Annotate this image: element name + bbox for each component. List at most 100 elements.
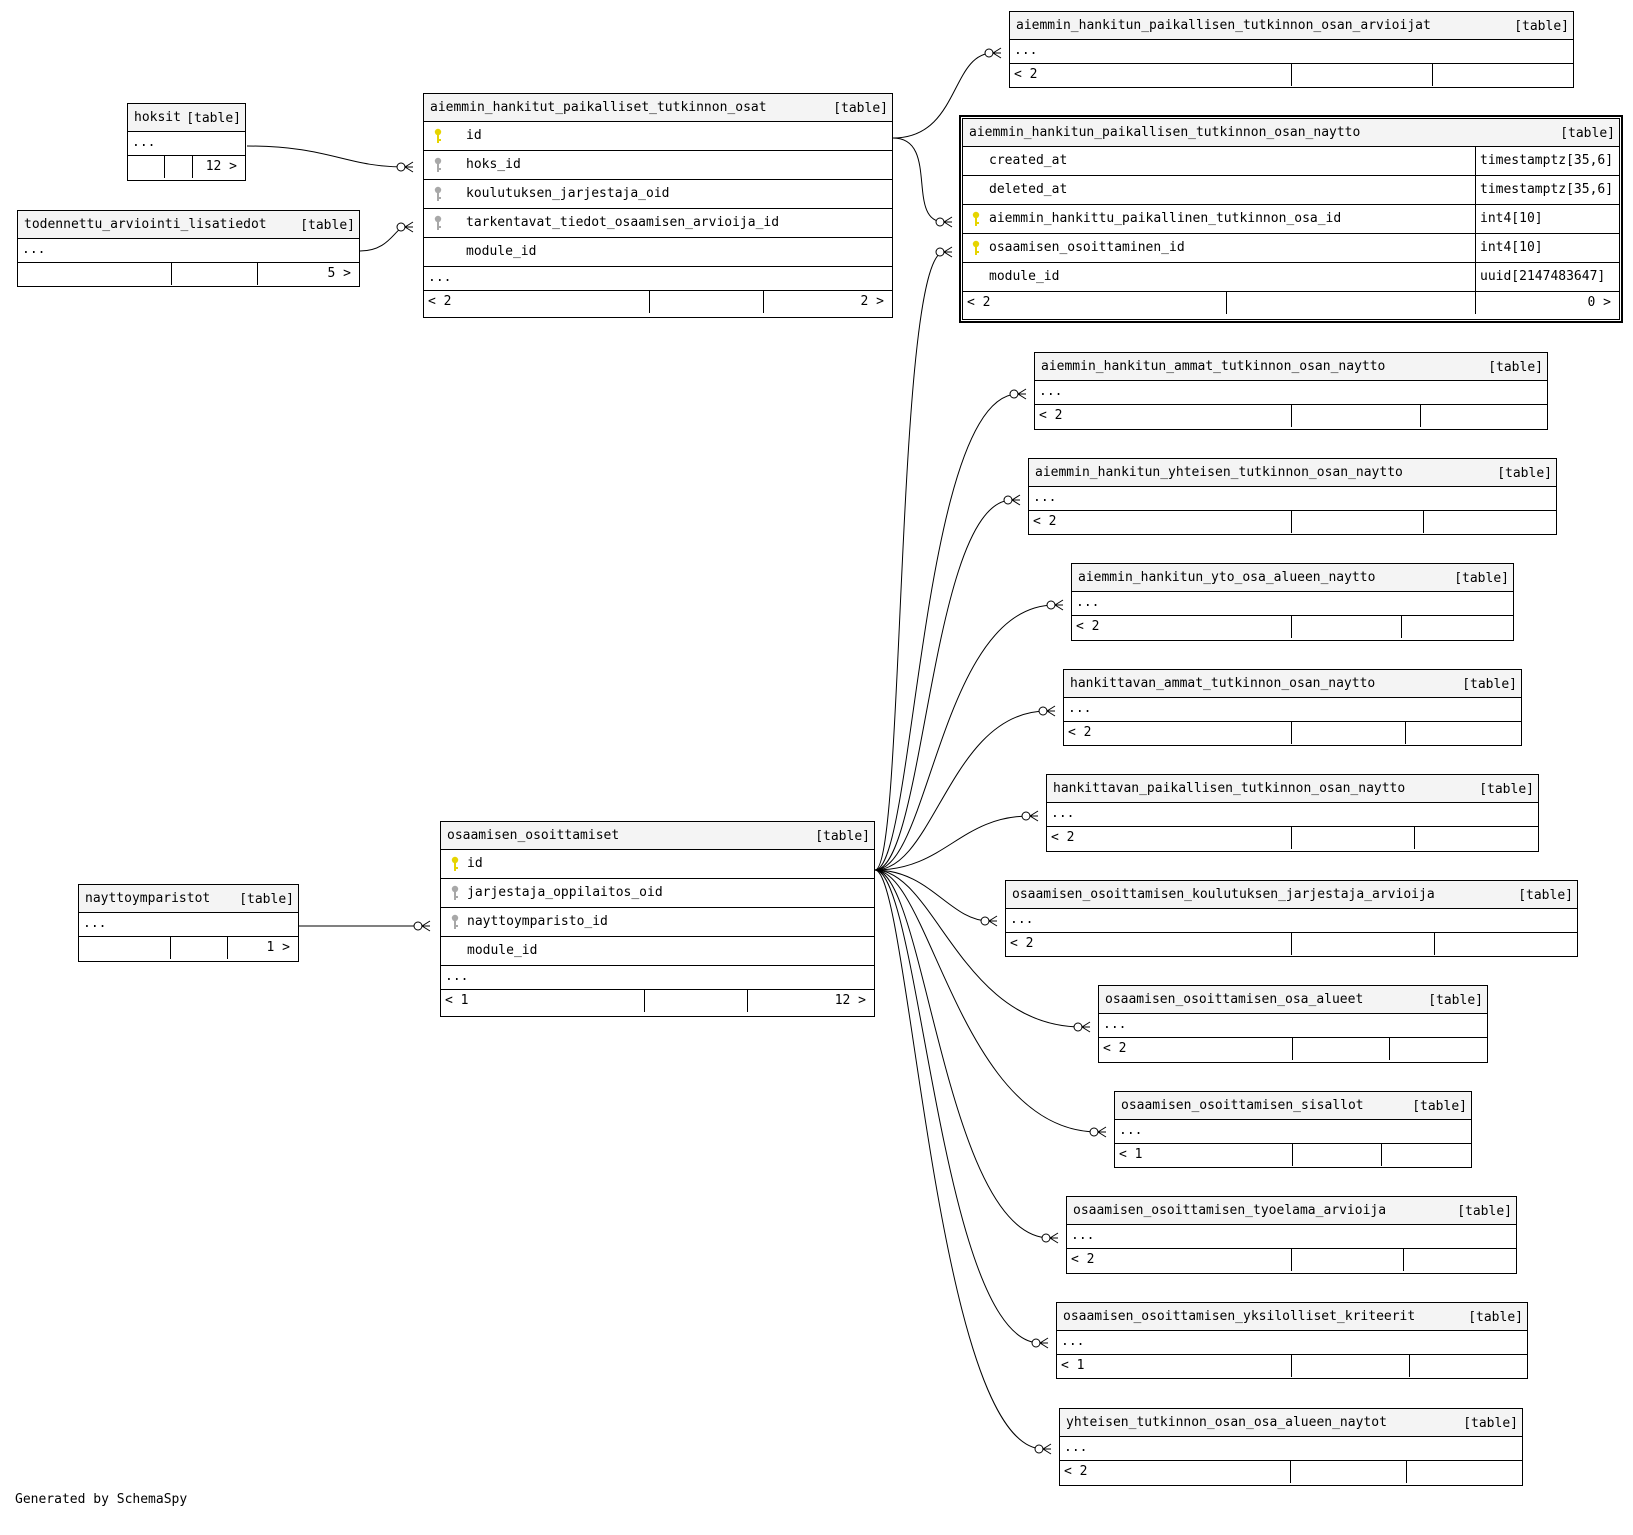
- more-columns[interactable]: ...: [1067, 1225, 1516, 1249]
- table-osaamisen-osoittamisen-sisallot[interactable]: osaamisen_osoittamisen_sisallot [table] …: [1114, 1091, 1472, 1168]
- parents-count[interactable]: < 2: [1039, 408, 1063, 423]
- table-header: todennettu_arviointi_lisatiedot [table]: [18, 211, 359, 239]
- parents-count[interactable]: [18, 263, 171, 285]
- children-count[interactable]: [1409, 1355, 1527, 1377]
- parents-count[interactable]: < 2: [967, 295, 991, 310]
- parents-count[interactable]: < 2: [1068, 725, 1092, 740]
- children-count[interactable]: [1434, 933, 1577, 955]
- more-columns[interactable]: ...: [1047, 803, 1538, 827]
- children-count[interactable]: 0 >: [1475, 292, 1619, 314]
- table-yhteisen-tutkinnon-osan-osa-alueen-naytot[interactable]: yhteisen_tutkinnon_osan_osa_alueen_nayto…: [1059, 1408, 1523, 1486]
- column-row[interactable]: tarkentavat_tiedot_osaamisen_arvioija_id: [424, 209, 892, 238]
- column-name: module_id: [467, 943, 538, 958]
- column-row[interactable]: id: [424, 122, 892, 151]
- children-count[interactable]: 5 >: [257, 263, 359, 285]
- children-count[interactable]: 12 >: [192, 156, 245, 178]
- more-columns[interactable]: ...: [1057, 1331, 1527, 1355]
- parents-count[interactable]: < 2: [1010, 936, 1034, 951]
- more-columns[interactable]: ...: [441, 966, 874, 990]
- column-row[interactable]: module_id: [424, 238, 892, 267]
- more-columns[interactable]: ...: [1035, 381, 1547, 405]
- more-columns[interactable]: ...: [128, 132, 245, 156]
- table-aiemmin-hankitun-paikallisen-tutkinnon-osan-arvioijat[interactable]: aiemmin_hankitun_paikallisen_tutkinnon_o…: [1009, 11, 1574, 88]
- parents-count[interactable]: [79, 937, 170, 959]
- parents-count[interactable]: < 2: [1014, 67, 1038, 82]
- more-columns[interactable]: ...: [18, 239, 359, 263]
- table-nayttoymparistot[interactable]: nayttoymparistot [table] ... 1 >: [78, 884, 299, 962]
- column-row[interactable]: hoks_id: [424, 151, 892, 180]
- primary-key-icon: [972, 211, 980, 226]
- table-osaamisen-osoittamisen-osa-alueet[interactable]: osaamisen_osoittamisen_osa_alueet [table…: [1098, 985, 1488, 1063]
- children-count[interactable]: [1423, 511, 1556, 533]
- table-osaamisen-osoittamisen-koulutuksen-jarjestaja-arvioija[interactable]: osaamisen_osoittamisen_koulutuksen_jarje…: [1005, 880, 1578, 957]
- more-columns[interactable]: ...: [1064, 698, 1521, 722]
- table-header: osaamisen_osoittamisen_sisallot [table]: [1115, 1092, 1471, 1120]
- children-count[interactable]: [1401, 616, 1513, 638]
- table-todennettu-arviointi-lisatiedot[interactable]: todennettu_arviointi_lisatiedot [table] …: [17, 210, 360, 287]
- parents-count[interactable]: < 2: [428, 294, 452, 309]
- children-count[interactable]: [1406, 1461, 1522, 1483]
- parents-count[interactable]: < 1: [445, 993, 469, 1008]
- children-count[interactable]: [1389, 1038, 1487, 1060]
- more-columns[interactable]: ...: [1115, 1120, 1471, 1144]
- parents-count[interactable]: < 1: [1061, 1358, 1085, 1373]
- children-count[interactable]: [1432, 64, 1573, 86]
- table-aiemmin-hankitut-paikalliset-tutkinnon-osat[interactable]: aiemmin_hankitut_paikalliset_tutkinnon_o…: [423, 93, 893, 318]
- edge-osoittamiset-to-yhteisen: [874, 494, 1021, 871]
- children-count[interactable]: [1414, 827, 1538, 849]
- children-count[interactable]: [1403, 1249, 1516, 1271]
- parents-count[interactable]: < 1: [1119, 1147, 1143, 1162]
- children-count[interactable]: [1381, 1144, 1471, 1166]
- table-osaamisen-osoittamisen-tyoelama-arvioija[interactable]: osaamisen_osoittamisen_tyoelama_arvioija…: [1066, 1196, 1517, 1274]
- table-type-label: [table]: [1488, 360, 1543, 375]
- more-columns[interactable]: ...: [1072, 592, 1513, 616]
- more-columns[interactable]: ...: [1060, 1437, 1522, 1461]
- table-osaamisen-osoittamiset[interactable]: osaamisen_osoittamiset [table] id jarjes…: [440, 821, 875, 1017]
- more-columns[interactable]: ...: [424, 267, 892, 291]
- column-row[interactable]: created_at timestamptz[35,6]: [963, 147, 1619, 176]
- table-osaamisen-osoittamisen-yksilolliset-kriteerit[interactable]: osaamisen_osoittamisen_yksilolliset_krit…: [1056, 1302, 1528, 1379]
- parents-count[interactable]: < 2: [1076, 619, 1100, 634]
- footer-spacer: [1226, 292, 1475, 314]
- column-row[interactable]: aiemmin_hankittu_paikallinen_tutkinnon_o…: [963, 205, 1619, 234]
- column-row[interactable]: id: [441, 850, 874, 879]
- table-hankittavan-ammat-tutkinnon-osan-naytto[interactable]: hankittavan_ammat_tutkinnon_osan_naytto …: [1063, 669, 1522, 746]
- column-row[interactable]: deleted_at timestamptz[35,6]: [963, 176, 1619, 205]
- table-type-label: [table]: [1428, 993, 1483, 1008]
- column-row[interactable]: nayttoymparisto_id: [441, 908, 874, 937]
- table-type-label: [table]: [1457, 1204, 1512, 1219]
- table-name: yhteisen_tutkinnon_osan_osa_alueen_nayto…: [1066, 1415, 1387, 1430]
- table-aiemmin-hankitun-yto-osa-alueen-naytto[interactable]: aiemmin_hankitun_yto_osa_alueen_naytto […: [1071, 563, 1514, 641]
- column-row[interactable]: koulutuksen_jarjestaja_oid: [424, 180, 892, 209]
- more-columns[interactable]: ...: [1010, 40, 1573, 64]
- parents-count[interactable]: < 2: [1064, 1464, 1088, 1479]
- children-count[interactable]: 12 >: [747, 990, 874, 1012]
- more-columns[interactable]: ...: [1029, 487, 1556, 511]
- column-row[interactable]: osaamisen_osoittaminen_id int4[10]: [963, 234, 1619, 263]
- column-row[interactable]: module_id uuid[2147483647]: [963, 263, 1619, 292]
- parents-count[interactable]: [128, 156, 164, 178]
- column-row[interactable]: module_id: [441, 937, 874, 966]
- edge-osoittamiset-to-hank-paik: [874, 810, 1039, 871]
- parents-count[interactable]: < 2: [1071, 1252, 1095, 1267]
- parents-count[interactable]: < 2: [1033, 514, 1057, 529]
- more-columns[interactable]: ...: [1099, 1014, 1487, 1038]
- table-hoksit[interactable]: hoksit [table] ... 12 >: [127, 103, 246, 181]
- children-count[interactable]: [1420, 405, 1547, 427]
- table-type-label: [table]: [1514, 19, 1569, 34]
- table-hankittavan-paikallisen-tutkinnon-osan-naytto[interactable]: hankittavan_paikallisen_tutkinnon_osan_n…: [1046, 774, 1539, 852]
- column-name: tarkentavat_tiedot_osaamisen_arvioija_id: [466, 215, 780, 230]
- table-header: osaamisen_osoittamisen_osa_alueet [table…: [1099, 986, 1487, 1014]
- column-row[interactable]: jarjestaja_oppilaitos_oid: [441, 879, 874, 908]
- more-columns[interactable]: ...: [1006, 909, 1577, 933]
- table-aiemmin-hankitun-ammat-tutkinnon-osan-naytto[interactable]: aiemmin_hankitun_ammat_tutkinnon_osan_na…: [1034, 352, 1548, 430]
- children-count[interactable]: 2 >: [763, 291, 892, 313]
- children-count[interactable]: [1405, 722, 1521, 744]
- more-columns[interactable]: ...: [79, 913, 298, 937]
- table-aiemmin-hankitun-yhteisen-tutkinnon-osan-naytto[interactable]: aiemmin_hankitun_yhteisen_tutkinnon_osan…: [1028, 458, 1557, 535]
- parents-count[interactable]: < 2: [1051, 830, 1075, 845]
- table-aiemmin-hankitun-paikallisen-tutkinnon-osan-naytto[interactable]: aiemmin_hankitun_paikallisen_tutkinnon_o…: [959, 115, 1623, 323]
- children-count[interactable]: 1 >: [227, 937, 298, 959]
- table-header: aiemmin_hankitun_paikallisen_tutkinnon_o…: [1010, 12, 1573, 40]
- parents-count[interactable]: < 2: [1103, 1041, 1127, 1056]
